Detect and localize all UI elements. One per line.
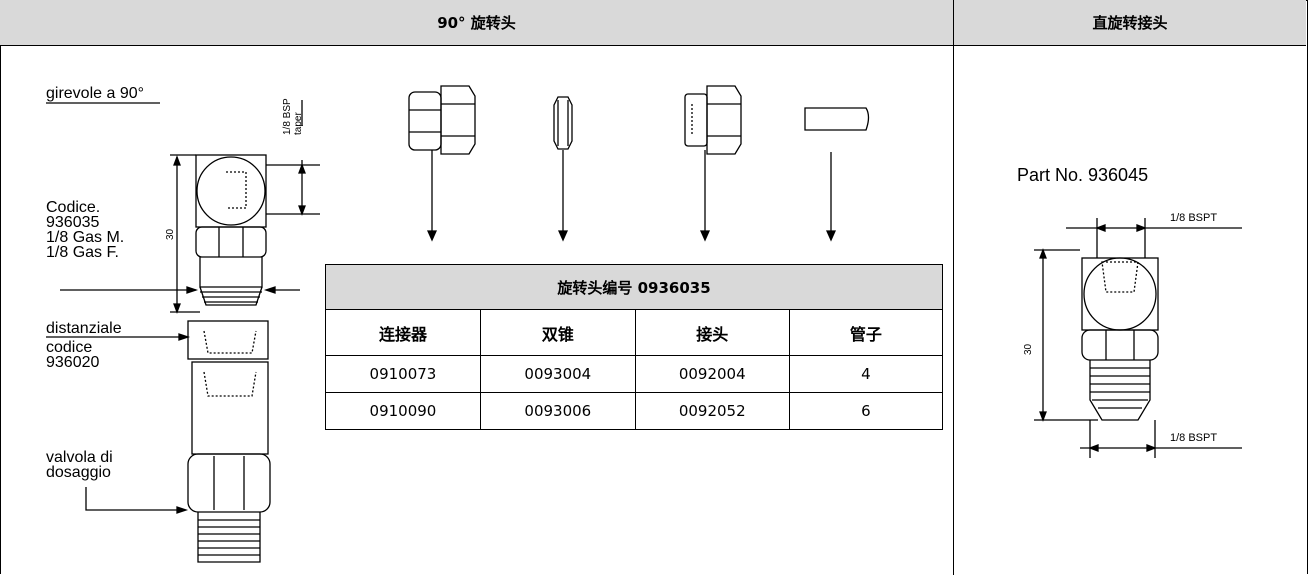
spacer-label-line2: codice (46, 339, 93, 356)
double-cone-part (553, 96, 573, 242)
table-cell: 4 (788, 355, 944, 393)
tube-part (804, 107, 870, 242)
top-bspt-label: 1/8 BSPT (1170, 212, 1218, 224)
code-value: 936035 (46, 214, 100, 231)
valve-thread (197, 512, 261, 563)
swivel-head-circle (196, 156, 266, 226)
spacer (187, 320, 269, 360)
valve-label-line1: valvola di (46, 449, 113, 466)
valve-leader (85, 487, 182, 511)
column-header-connector: 连接器 (325, 309, 481, 356)
connector-part (408, 85, 476, 242)
column-header-double-cone: 双锥 (479, 309, 636, 356)
table-title: 旋转头编号 0936035 (325, 264, 943, 310)
threaded-tip (199, 286, 263, 306)
table-cell: 0092052 (634, 392, 790, 430)
female-thread-label: 1/8 Gas F. (46, 244, 119, 261)
table-cell: 6 (788, 392, 944, 430)
code-label: Codice. (46, 199, 101, 216)
table-row: 0910073 0093004 0092004 4 (325, 355, 944, 393)
part-number-label: Part No. 936045 (1017, 165, 1149, 185)
table-cell: 0910073 (325, 355, 481, 393)
table-header-row: 连接器 双锥 接头 管子 (325, 309, 944, 356)
valve-body (191, 361, 269, 455)
table-cell: 0093004 (479, 355, 636, 393)
drawing-title: girevole a 90° (46, 85, 145, 102)
bsp-label-line2: taper (293, 112, 304, 135)
fitting-part (684, 85, 742, 242)
table-cell: 0093006 (479, 392, 636, 430)
right-dimension-30-label: 30 (1023, 343, 1034, 355)
valve-hex-nut (187, 453, 271, 513)
table-title-row: 旋转头编号 0936035 (325, 264, 943, 310)
column-divider (953, 0, 954, 575)
table-cell: 0092004 (634, 355, 790, 393)
threaded-body (199, 257, 263, 288)
table-cell: 0910090 (325, 392, 481, 430)
bottom-bspt-label: 1/8 BSPT (1170, 432, 1218, 444)
valve-label-line2: dosaggio (46, 464, 111, 481)
header-straight-swivel: 直旋转接头 (954, 0, 1306, 46)
parts-table: 旋转头编号 0936035 连接器 双锥 接头 管子 0910073 00930… (325, 264, 944, 430)
dimension-30-label: 30 (165, 228, 176, 240)
swivel-head (195, 154, 267, 228)
swivel-assembly-drawing (46, 85, 870, 563)
column-header-fitting: 接头 (634, 309, 790, 356)
swivel-head-bore (226, 171, 247, 209)
table-row: 0910090 0093006 0092052 6 (325, 392, 944, 430)
header-90-swivel: 90° 旋转头 (0, 0, 953, 46)
bsp-label-line1: 1/8 BSP (282, 98, 293, 135)
spacer-label-line3: 936020 (46, 354, 100, 371)
hex-nut (195, 226, 267, 258)
column-header-tube: 管子 (788, 309, 944, 356)
male-thread-label: 1/8 Gas M. (46, 229, 125, 246)
spacer-label-line1: distanziale (46, 320, 122, 337)
